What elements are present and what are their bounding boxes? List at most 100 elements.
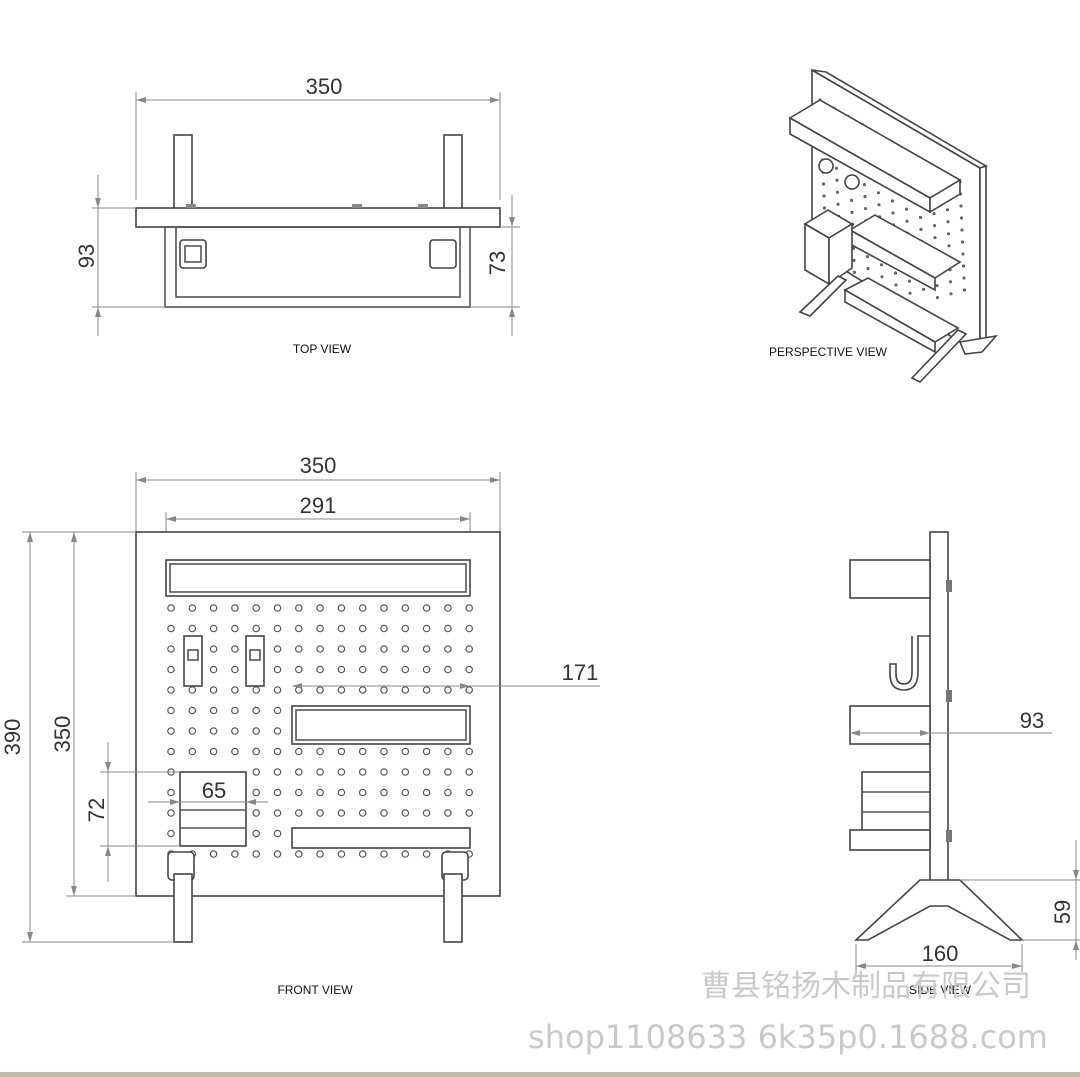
side-board	[929, 531, 949, 899]
persp-peg-hole	[959, 216, 964, 220]
peg-hole	[231, 727, 239, 735]
side-base-height-label: 59	[1050, 900, 1075, 924]
side-view-caption: SIDE VIEW	[909, 983, 972, 997]
perspective-view: PERSPECTIVE VIEW	[769, 68, 999, 383]
peg-hole	[422, 850, 431, 858]
peg-hole	[188, 604, 197, 612]
persp-peg-hole	[834, 166, 839, 170]
front-leg-left	[173, 873, 193, 943]
persp-peg-hole	[893, 271, 898, 275]
peg-hole	[444, 768, 452, 776]
peg-hole	[316, 850, 324, 858]
peg-hole	[273, 829, 282, 838]
peg-hole	[337, 788, 346, 797]
front-shelf-offset-label: 171	[562, 660, 599, 685]
front-shelf-top	[165, 559, 471, 597]
peg-hole	[337, 686, 346, 694]
side-shelf-mid	[849, 705, 931, 745]
peg-hole	[167, 788, 175, 797]
peg-hole	[422, 604, 431, 612]
peg-hole	[167, 727, 175, 735]
peg-hole	[252, 706, 261, 715]
persp-peg-hole	[961, 252, 965, 256]
top-hook-left	[179, 239, 207, 269]
peg-hole	[444, 604, 452, 612]
front-shelf-low	[291, 827, 471, 849]
peg-hole	[358, 850, 367, 858]
peg-hole	[294, 788, 303, 797]
peg-hole	[167, 706, 175, 715]
peg-hole	[444, 624, 452, 633]
peg-hole	[337, 850, 346, 858]
peg-hole	[401, 665, 410, 674]
peg-hole	[188, 624, 197, 633]
peg-hole	[337, 665, 346, 674]
side-shelf-low	[849, 829, 931, 851]
peg-hole	[209, 706, 218, 715]
peg-hole	[316, 624, 324, 633]
peg-hole	[273, 665, 282, 674]
peg-hole	[337, 809, 346, 817]
persp-peg-hole	[905, 219, 909, 223]
persp-peg-hole	[894, 283, 898, 287]
peg-hole	[252, 686, 261, 694]
persp-peg-hole	[865, 255, 870, 259]
peg-hole	[273, 706, 282, 715]
persp-peg-hole	[822, 194, 826, 198]
persp-peg-hole	[880, 275, 884, 279]
peg-hole	[231, 706, 239, 715]
persp-peg-hole	[932, 224, 937, 228]
peg-hole	[358, 747, 367, 756]
side-shelf-top	[849, 559, 931, 599]
peg-hole	[358, 809, 367, 817]
peg-hole	[401, 645, 410, 653]
peg-hole	[294, 747, 303, 756]
side-shelf-depth-label: 93	[1020, 708, 1044, 733]
peg-hole	[316, 768, 324, 776]
persp-peg-hole	[962, 288, 967, 292]
peg-hole	[188, 706, 197, 715]
persp-peg-hole	[932, 212, 936, 216]
persp-peg-hole	[935, 296, 940, 300]
persp-peg-hole	[907, 279, 912, 283]
peg-hole	[273, 768, 282, 776]
peg-hole	[422, 624, 431, 633]
persp-peg-hole	[918, 215, 923, 219]
persp-peg-hole	[890, 199, 895, 203]
persp-peg-hole	[863, 207, 868, 211]
persp-peg-hole	[948, 280, 953, 284]
peg-hole	[422, 788, 431, 797]
persp-peg-hole	[821, 182, 826, 186]
peg-hole	[465, 768, 474, 776]
peg-hole	[380, 809, 388, 817]
peg-hole	[401, 624, 410, 633]
peg-hole	[273, 645, 282, 653]
peg-hole	[252, 829, 261, 838]
peg-hole	[465, 604, 474, 612]
peg-hole	[209, 624, 218, 633]
front-hook-right	[245, 635, 265, 687]
side-base-width-label: 160	[922, 941, 959, 966]
peg-hole	[358, 645, 367, 653]
front-inner-width-label: 291	[300, 493, 337, 518]
front-leg-right	[443, 873, 463, 943]
persp-peg-hole	[835, 190, 840, 194]
top-leg-left	[173, 134, 193, 211]
persp-peg-hole	[933, 236, 937, 240]
peg-hole	[209, 747, 218, 756]
peg-hole	[294, 850, 303, 858]
peg-hole	[444, 747, 452, 756]
peg-hole	[358, 686, 367, 694]
persp-hook-1	[818, 158, 834, 174]
peg-hole	[252, 604, 261, 612]
persp-peg-hole	[946, 232, 951, 236]
peg-hole	[209, 686, 218, 694]
peg-hole	[188, 686, 197, 694]
front-box-width-label: 65	[202, 778, 226, 803]
peg-hole	[273, 747, 282, 756]
persp-peg-hole	[935, 284, 939, 288]
peg-hole	[380, 604, 388, 612]
peg-hole	[444, 665, 452, 674]
persp-peg-hole	[835, 178, 839, 182]
peg-hole	[337, 645, 346, 653]
